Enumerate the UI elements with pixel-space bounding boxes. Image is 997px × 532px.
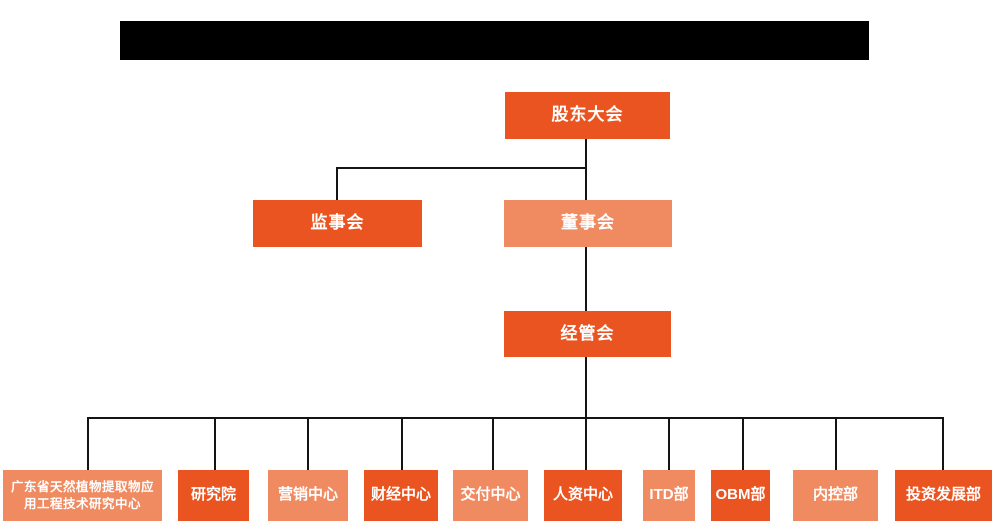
connector-line [307, 417, 309, 471]
connector-line [87, 417, 89, 471]
node-label: 股东大会 [551, 105, 624, 125]
node-label: 研究院 [190, 486, 236, 504]
connector-line [585, 356, 587, 471]
connector-line [585, 247, 587, 312]
dept-node-marketing-center: 营销中心 [268, 470, 348, 521]
node-label: 人资中心 [552, 486, 613, 504]
node-label: 交付中心 [460, 486, 521, 504]
redacted-title-bar [120, 21, 869, 60]
connector-line [336, 167, 338, 201]
node-label: 经管会 [560, 323, 615, 343]
connector-line [668, 417, 670, 471]
connector-line [401, 417, 403, 471]
node-label: 董事会 [561, 213, 615, 233]
node-label: ITD部 [649, 486, 689, 504]
dept-node-research-center: 广东省天然植物提取物应用工程技术研究中心 [3, 470, 162, 521]
node-board-of-directors: 董事会 [504, 200, 672, 247]
connector-line [742, 417, 744, 471]
connector-line [214, 417, 216, 471]
node-label: 投资发展部 [905, 486, 981, 504]
node-supervisory-board: 监事会 [253, 200, 422, 247]
node-label: 广东省天然植物提取物应用工程技术研究中心 [10, 479, 154, 511]
node-label: 内控部 [812, 486, 858, 504]
dept-node-internal-control: 内控部 [793, 470, 878, 521]
node-label: 监事会 [310, 213, 365, 233]
node-management-committee: 经管会 [504, 311, 671, 357]
dept-node-itd: ITD部 [643, 470, 695, 521]
node-label: OBM部 [715, 486, 766, 504]
dept-node-hr-center: 人资中心 [544, 470, 622, 521]
dept-node-finance-center: 财经中心 [364, 470, 438, 521]
dept-node-delivery-center: 交付中心 [453, 470, 528, 521]
dept-node-obm: OBM部 [711, 470, 770, 521]
dept-node-investment-development: 投资发展部 [895, 470, 992, 521]
connector-line [492, 417, 494, 471]
connector-line [336, 167, 587, 169]
connector-line [942, 417, 944, 471]
dept-node-research-institute: 研究院 [178, 470, 249, 521]
connector-line [585, 139, 587, 201]
node-shareholders-meeting: 股东大会 [505, 92, 670, 139]
connector-line [835, 417, 837, 471]
node-label: 财经中心 [370, 486, 431, 504]
connector-line [87, 417, 944, 419]
node-label: 营销中心 [277, 486, 338, 504]
